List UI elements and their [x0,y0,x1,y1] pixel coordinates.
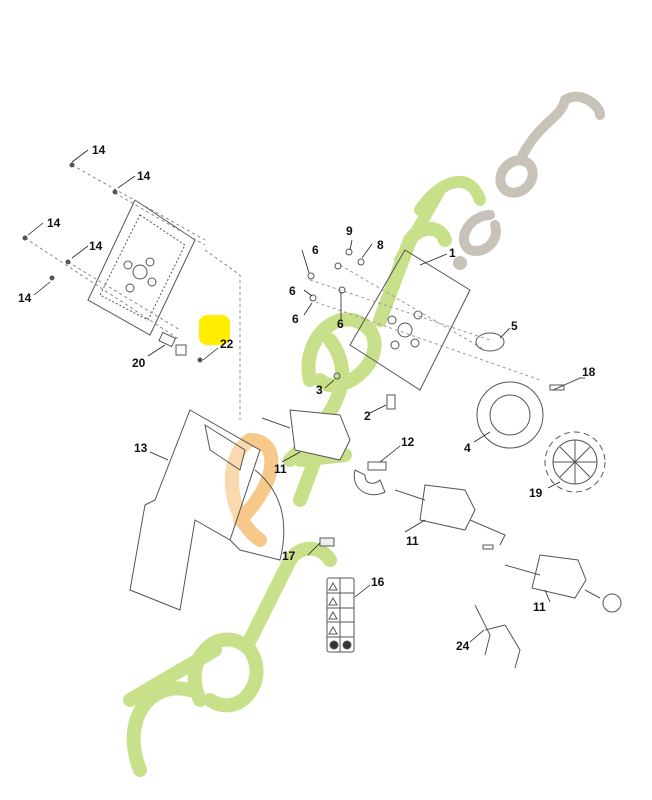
callout-2[interactable]: 2 [364,409,371,423]
callout-4[interactable]: 4 [464,441,471,455]
callout-20[interactable]: 20 [132,356,146,370]
callout-8[interactable]: 8 [377,238,384,252]
callout-14[interactable]: 14 [18,291,32,305]
callout-19[interactable]: 19 [529,486,543,500]
callout-6[interactable]: 6 [289,284,296,298]
callout-6[interactable]: 6 [292,312,299,326]
callout-14[interactable]: 14 [89,239,103,253]
callout-5[interactable]: 5 [511,319,518,333]
callout-22[interactable]: 22 [220,337,234,351]
callout-11[interactable]: 11 [406,534,419,548]
callout-24[interactable]: 24 [456,639,470,653]
callout-14[interactable]: 14 [47,216,61,230]
callout-12[interactable]: 12 [401,435,415,449]
callout-14[interactable]: 14 [92,143,106,157]
callout-13[interactable]: 13 [134,441,148,455]
callout-14[interactable]: 14 [137,169,151,183]
highlight-marker [199,315,230,345]
callout-16[interactable]: 16 [371,575,385,589]
callout-6[interactable]: 6 [337,317,344,331]
callout-3[interactable]: 3 [316,383,323,397]
callout-11[interactable]: 11 [533,600,546,614]
callout-11[interactable]: 11 [274,462,287,476]
callout-17[interactable]: 17 [282,549,296,563]
callout-6[interactable]: 6 [312,243,319,257]
callout-18[interactable]: 18 [582,365,596,379]
callout-1[interactable]: 1 [449,246,456,260]
callout-9[interactable]: 9 [346,224,353,238]
